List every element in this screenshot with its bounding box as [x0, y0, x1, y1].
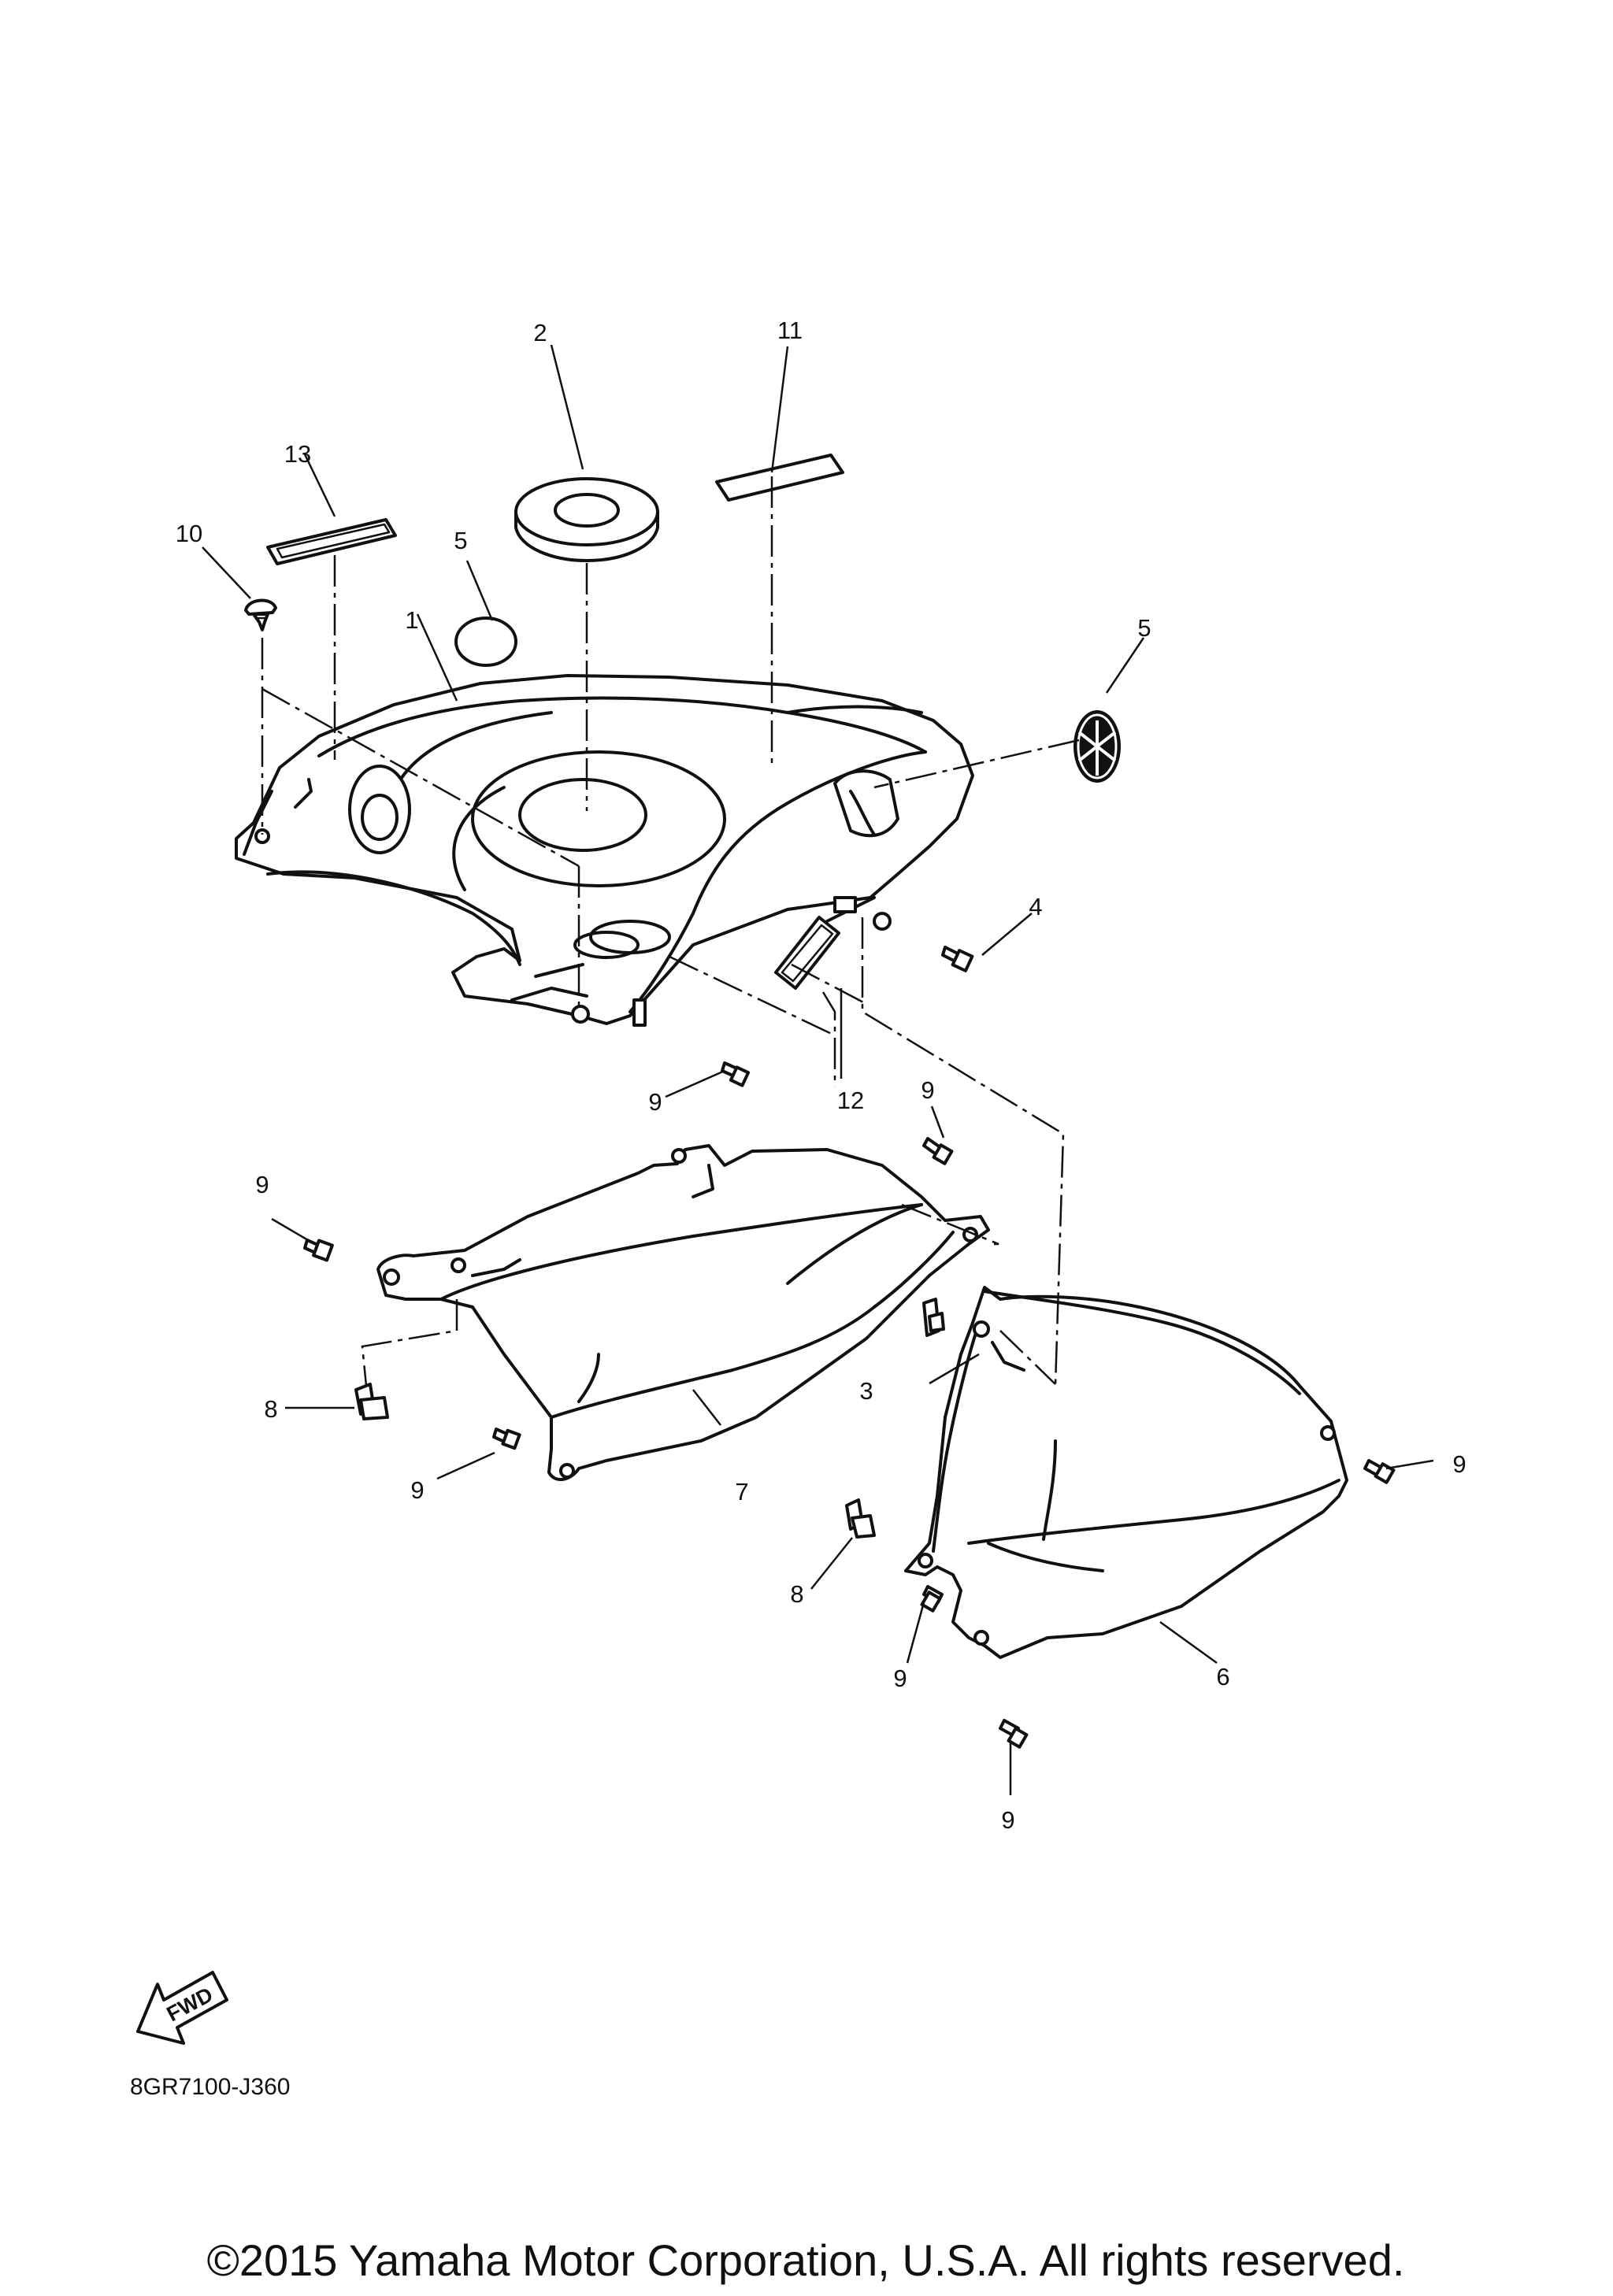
bolt-9-c — [303, 1239, 334, 1262]
clip-3 — [922, 1298, 945, 1337]
callout-4: 4 — [1029, 893, 1042, 920]
callout-11: 11 — [777, 317, 803, 344]
bolt-9-b — [922, 1137, 954, 1165]
callout-7: 7 — [735, 1478, 748, 1505]
callout-9e: 9 — [1452, 1450, 1466, 1478]
copyright-notice: ©2015 Yamaha Motor Corporation, U.S.A. A… — [207, 2235, 1405, 2285]
callout-13: 13 — [284, 440, 311, 468]
callout-9g: 9 — [1001, 1806, 1014, 1834]
fuel-tank-cover — [235, 674, 974, 1027]
callout-9d: 9 — [410, 1476, 424, 1504]
callout-5b: 5 — [1137, 614, 1151, 642]
diagram-code: 8GR7100-J360 — [130, 2074, 290, 2100]
bolt-9-f — [920, 1585, 944, 1613]
side-cover-right — [904, 1286, 1348, 1659]
leader-lines — [202, 344, 1434, 1795]
callout-5a: 5 — [454, 527, 467, 554]
bolt-9-a — [721, 1061, 751, 1087]
callout-9c: 9 — [255, 1171, 269, 1198]
label-11 — [715, 454, 844, 502]
side-cover-left — [376, 1144, 990, 1481]
fwd-arrow-icon: FWD — [136, 1971, 228, 2045]
emblem-left — [454, 617, 517, 667]
bolt-4 — [941, 946, 974, 972]
assembly-lines — [261, 476, 1080, 1387]
rivet — [244, 598, 277, 631]
yamaha-emblem-icon — [1073, 710, 1121, 783]
clip-8-right — [845, 1498, 876, 1539]
callout-9b: 9 — [921, 1076, 934, 1104]
callout-8a: 8 — [264, 1395, 277, 1423]
label-13 — [266, 518, 397, 565]
callout-6: 6 — [1216, 1663, 1229, 1691]
label-12 — [774, 916, 840, 990]
bolt-9-d — [492, 1428, 521, 1450]
bolt-9-g — [999, 1719, 1029, 1749]
callout-10: 10 — [176, 520, 202, 547]
clip-8-left — [354, 1383, 389, 1420]
callout-12: 12 — [837, 1087, 864, 1114]
callout-9a: 9 — [648, 1088, 662, 1116]
tank-cap-grommet — [514, 477, 659, 562]
callout-3: 3 — [859, 1377, 873, 1405]
callout-8b: 8 — [790, 1580, 803, 1608]
callout-numbers: 1 2 3 4 5 5 6 7 8 8 9 9 9 9 9 9 9 10 11 … — [176, 317, 1467, 1834]
bolt-9-e — [1363, 1459, 1396, 1484]
callout-2: 2 — [533, 319, 547, 346]
callout-1: 1 — [405, 606, 418, 634]
callout-9f: 9 — [893, 1665, 907, 1692]
